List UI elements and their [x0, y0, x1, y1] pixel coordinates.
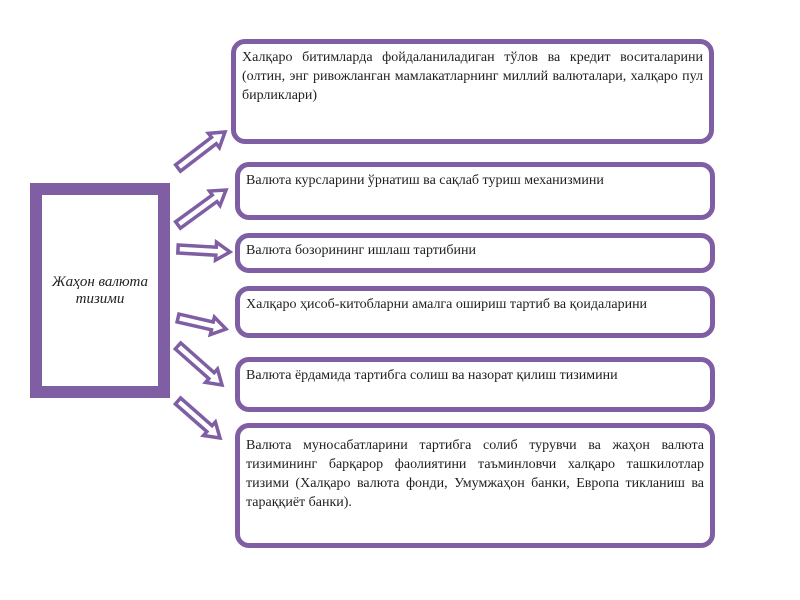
- root-node: Жаҳон валюта тизими: [30, 183, 170, 398]
- item-box-exchange-rate-mechanism: Валюта курсларини ўрнатиш ва сақлаб тури…: [235, 162, 715, 220]
- item-box-regulation-control: Валюта ёрдамида тартибга солиш ва назора…: [235, 357, 715, 412]
- arrow-to-item-5: [172, 340, 225, 388]
- item-box-payment-instruments: Халқаро битимларда фойдаланиладиган тўло…: [231, 39, 714, 144]
- arrow-to-item-3: [175, 238, 234, 264]
- item-text: Халқаро битимларда фойдаланиладиган тўло…: [242, 50, 703, 103]
- item-text: Валюта курсларини ўрнатиш ва сақлаб тури…: [246, 173, 604, 188]
- item-box-international-organizations: Валюта муносабатларини тартибга солиб ту…: [235, 423, 715, 548]
- item-text: Халқаро ҳисоб-китобларни амалга ошириш т…: [246, 297, 648, 312]
- item-box-currency-market-order: Валюта бозорининг ишлаш тартибини: [235, 233, 715, 273]
- arrow-to-item-1: [173, 130, 228, 174]
- item-text: Валюта ёрдамида тартибга солиш ва назора…: [246, 368, 618, 383]
- root-node-inner: Жаҳон валюта тизими: [40, 193, 160, 388]
- item-text: Валюта муносабатларини тартибга солиб ту…: [246, 438, 704, 510]
- arrow-to-item-2: [173, 188, 229, 231]
- item-text: Валюта бозорининг ишлаш тартибини: [246, 243, 477, 258]
- item-box-settlement-rules: Халқаро ҳисоб-китобларни амалга ошириш т…: [235, 286, 715, 338]
- root-node-label: Жаҳон валюта тизими: [51, 273, 149, 307]
- arrow-to-item-6: [172, 395, 223, 441]
- arrow-to-item-4: [175, 312, 230, 338]
